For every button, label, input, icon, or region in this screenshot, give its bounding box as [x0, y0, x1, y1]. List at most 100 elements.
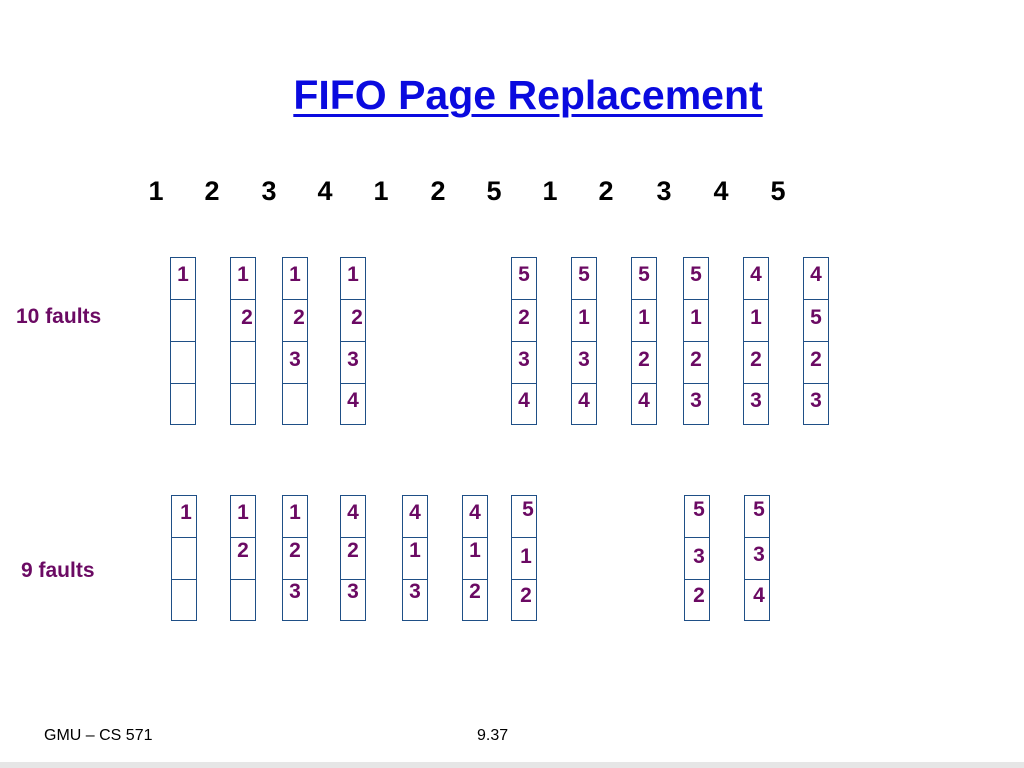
page-number: 4 — [469, 501, 481, 524]
page-number: 1 — [469, 539, 481, 562]
page-number: 4 — [638, 389, 650, 412]
reference-item: 4 — [713, 176, 729, 206]
frame-divider — [172, 579, 196, 580]
reference-item: 1 — [148, 176, 164, 206]
frame-divider — [231, 579, 255, 580]
frame-column — [744, 495, 770, 621]
frame-divider — [341, 579, 365, 580]
page-number: 4 — [347, 389, 359, 412]
page-number: 2 — [810, 348, 822, 371]
frame-divider — [512, 537, 536, 538]
frame-divider — [341, 341, 365, 342]
page-number: 5 — [522, 498, 534, 521]
page-number: 1 — [347, 263, 359, 286]
page-number: 5 — [518, 263, 530, 286]
frame-divider — [283, 579, 307, 580]
page-number: 2 — [690, 348, 702, 371]
reference-item: 1 — [542, 176, 558, 206]
page-number: 1 — [289, 501, 301, 524]
frame-column — [462, 495, 488, 621]
frame-divider — [171, 341, 195, 342]
bottom-rule — [0, 762, 1024, 768]
frame-divider — [632, 383, 656, 384]
page-number: 2 — [289, 539, 301, 562]
frame-divider — [231, 341, 255, 342]
frame-divider — [403, 537, 427, 538]
page-number: 3 — [518, 348, 530, 371]
reference-item: 2 — [598, 176, 614, 206]
page-number: 5 — [638, 263, 650, 286]
page-number: 2 — [241, 306, 253, 329]
reference-item: 1 — [373, 176, 389, 206]
page-number: 3 — [347, 580, 359, 603]
footer-course: GMU – CS 571 — [44, 727, 153, 744]
page-number: 4 — [518, 389, 530, 412]
frame-column — [230, 495, 256, 621]
slide-title: FIFO Page Replacement — [293, 72, 763, 118]
page-number: 1 — [237, 501, 249, 524]
frame-divider — [684, 341, 708, 342]
frame-divider — [231, 383, 255, 384]
page-number: 2 — [469, 580, 481, 603]
page-number: 5 — [753, 498, 765, 521]
frame-column — [511, 495, 537, 621]
frame-column — [340, 495, 366, 621]
page-number: 5 — [578, 263, 590, 286]
page-number: 5 — [693, 498, 705, 521]
frame-column — [631, 257, 657, 425]
frame-divider — [745, 579, 769, 580]
page-number: 1 — [520, 545, 532, 568]
page-number: 2 — [750, 348, 762, 371]
frame-column — [282, 495, 308, 621]
frame-divider — [283, 299, 307, 300]
page-number: 2 — [237, 539, 249, 562]
page-number: 2 — [518, 306, 530, 329]
frame-divider — [341, 537, 365, 538]
page-number: 4 — [578, 389, 590, 412]
page-number: 2 — [693, 584, 705, 607]
reference-item: 4 — [317, 176, 333, 206]
footer-slide-number: 9.37 — [477, 727, 509, 744]
frame-column — [171, 495, 197, 621]
reference-item: 5 — [486, 176, 502, 206]
page-number: 1 — [289, 263, 301, 286]
page-number: 3 — [347, 348, 359, 371]
frame-column — [511, 257, 537, 425]
frame-divider — [572, 299, 596, 300]
page-number: 5 — [690, 263, 702, 286]
frame-divider — [744, 341, 768, 342]
frame-divider — [171, 299, 195, 300]
frame-divider — [231, 537, 255, 538]
page-number: 1 — [690, 306, 702, 329]
frame-column — [684, 495, 710, 621]
frame-divider — [744, 383, 768, 384]
frame-column — [743, 257, 769, 425]
reference-item: 5 — [770, 176, 786, 206]
frame-divider — [403, 579, 427, 580]
page-number: 3 — [409, 580, 421, 603]
frame-divider — [341, 383, 365, 384]
frame-divider — [744, 299, 768, 300]
faults-label-2: 9 faults — [21, 559, 95, 582]
page-number: 4 — [753, 584, 765, 607]
frame-column — [402, 495, 428, 621]
frame-divider — [172, 537, 196, 538]
page-number: 3 — [693, 545, 705, 568]
frame-divider — [684, 299, 708, 300]
page-number: 1 — [177, 263, 189, 286]
page-number: 4 — [750, 263, 762, 286]
reference-item: 3 — [656, 176, 672, 206]
frame-divider — [745, 537, 769, 538]
frame-divider — [685, 537, 709, 538]
page-number: 2 — [351, 306, 363, 329]
frame-divider — [685, 579, 709, 580]
frame-divider — [283, 383, 307, 384]
page-number: 1 — [180, 501, 192, 524]
reference-item: 2 — [430, 176, 446, 206]
page-number: 4 — [810, 263, 822, 286]
page-number: 2 — [520, 584, 532, 607]
frame-divider — [341, 299, 365, 300]
frame-divider — [283, 537, 307, 538]
frame-divider — [632, 341, 656, 342]
faults-label-1: 10 faults — [16, 305, 102, 328]
